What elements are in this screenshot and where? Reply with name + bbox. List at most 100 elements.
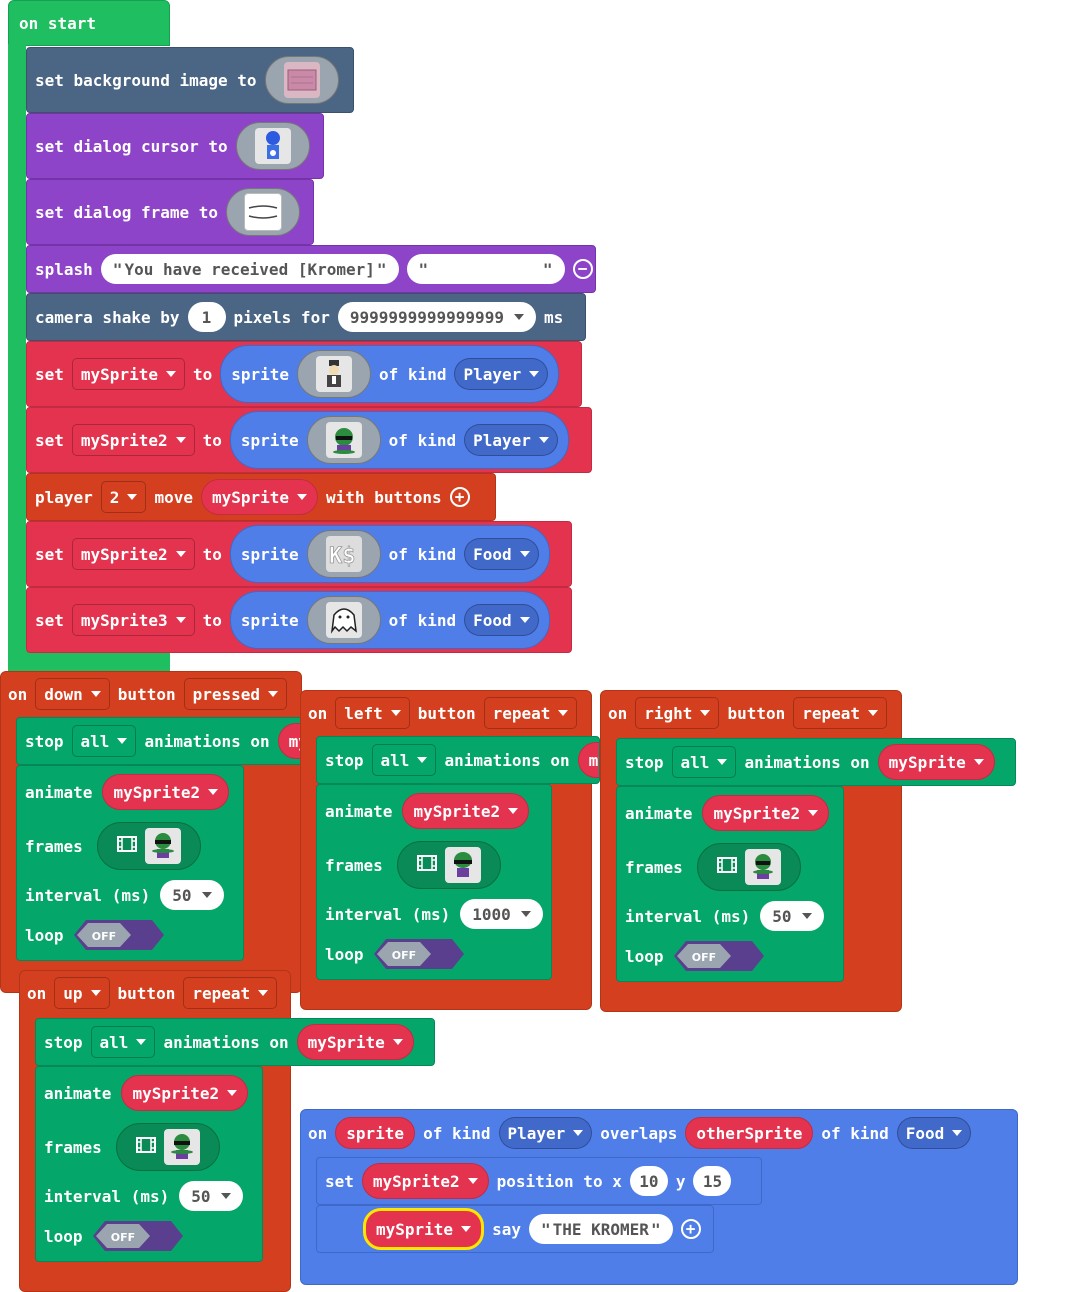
interval-dropdown[interactable]: 1000	[460, 899, 543, 929]
animate-sprite-dropdown[interactable]: mySprite2	[402, 793, 530, 829]
variable-name: mySprite	[80, 364, 158, 384]
splash-block[interactable]: splash "You have received [Kromer]" "" −	[26, 245, 596, 293]
animate-sprite-dropdown[interactable]: mySprite2	[102, 774, 230, 810]
splash-title-input[interactable]: "You have received [Kromer]"	[100, 254, 399, 284]
button-dropdown[interactable]: right	[635, 697, 720, 729]
controller-move-block[interactable]: player 2 move mySprite with buttons +	[26, 473, 496, 521]
animate-block[interactable]: animate mySprite2 frames interval (ms) 5…	[16, 765, 244, 961]
stop-target-dropdown[interactable]: mySprite	[296, 1024, 414, 1060]
interval-label: interval (ms)	[25, 885, 151, 905]
loop-toggle[interactable]: OFF	[673, 941, 764, 971]
say-text-input[interactable]: "THE KROMER"	[528, 1214, 673, 1244]
set-background-image-block[interactable]: set background image to	[26, 47, 354, 113]
dialog-frame-picker[interactable]	[226, 188, 301, 236]
stop-target-dropdown[interactable]: mySprite	[877, 744, 995, 780]
kind-dropdown[interactable]: Player	[464, 424, 558, 456]
add-icon[interactable]: +	[449, 487, 470, 507]
animation-type-dropdown[interactable]: all	[371, 744, 437, 776]
set-sprite-block-3[interactable]: set mySprite2 to sprite K$ of kind Food	[26, 521, 572, 587]
sprite-create-reporter[interactable]: sprite K$ of kind Food	[229, 525, 550, 583]
stop-animations-block[interactable]: stop all animations on mySprite	[316, 736, 600, 784]
splash-subtitle-input[interactable]: ""	[406, 254, 565, 284]
kind-dropdown[interactable]: Food	[464, 538, 539, 570]
stop-animations-block[interactable]: stop all animations on mySprite	[616, 738, 1016, 786]
say-block[interactable]: mySprite say "THE KROMER" +	[316, 1205, 714, 1253]
sprite-image-picker[interactable]	[306, 596, 381, 644]
camera-shake-block[interactable]: camera shake by 1 pixels for 99999999999…	[26, 293, 586, 341]
animate-sprite-dropdown[interactable]: mySprite2	[702, 795, 830, 831]
variable-dropdown[interactable]: mySprite2	[71, 538, 195, 570]
interval-dropdown[interactable]: 50	[160, 880, 224, 910]
add-icon[interactable]: +	[680, 1219, 701, 1239]
button-dropdown[interactable]: up	[54, 977, 110, 1009]
say-sprite-dropdown[interactable]: mySprite	[363, 1208, 485, 1250]
event-mode-dropdown[interactable]: repeat	[183, 977, 278, 1009]
other-sprite-param[interactable]: otherSprite	[685, 1117, 814, 1149]
animate-block[interactable]: animate mySprite2 frames interval (ms) 1…	[316, 784, 552, 980]
set-position-block[interactable]: set mySprite2 position to x 10 y 15	[316, 1157, 762, 1205]
variable-name: mySprite2	[80, 544, 168, 564]
dropdown-caret-icon	[529, 371, 540, 377]
sprite-create-reporter[interactable]: sprite of kind Food	[229, 591, 550, 649]
loop-toggle[interactable]: OFF	[373, 939, 464, 969]
variable-dropdown[interactable]: mySprite2	[71, 424, 195, 456]
stop-target-dropdown[interactable]: mySprite	[577, 742, 599, 778]
interval-dropdown[interactable]: 50	[179, 1181, 243, 1211]
variable-dropdown[interactable]: mySprite3	[71, 604, 195, 636]
sprite-image-picker[interactable]: K$	[306, 530, 381, 578]
kind-dropdown[interactable]: Food	[896, 1117, 972, 1149]
y-input[interactable]: 15	[693, 1166, 732, 1196]
animate-block[interactable]: animate mySprite2 frames interval (ms) 5…	[616, 786, 844, 982]
set-sprite-block-1[interactable]: set mySprite to sprite of kind Player	[26, 341, 582, 407]
button-dropdown[interactable]: left	[335, 697, 410, 729]
button-dropdown[interactable]: down	[35, 678, 110, 710]
sprite-image-picker[interactable]	[297, 350, 372, 398]
shake-duration-dropdown[interactable]: 9999999999999999	[337, 302, 536, 332]
loop-toggle[interactable]: OFF	[92, 1221, 183, 1251]
event-mode-dropdown[interactable]: pressed	[183, 678, 288, 710]
animate-sprite-dropdown[interactable]: mySprite2	[121, 1075, 249, 1111]
move-sprite-dropdown[interactable]: mySprite	[200, 479, 319, 515]
sprite-thumbnail	[325, 602, 362, 638]
event-mode-dropdown[interactable]: repeat	[793, 697, 888, 729]
variable-dropdown[interactable]: mySprite	[71, 358, 185, 390]
animation-type-dropdown[interactable]: all	[71, 725, 137, 757]
film-icon	[716, 856, 737, 878]
set-dialog-frame-block[interactable]: set dialog frame to	[26, 179, 314, 245]
sprite-thumbnail	[325, 422, 362, 458]
sprite-create-reporter[interactable]: sprite of kind Player	[229, 411, 569, 469]
position-sprite-dropdown[interactable]: mySprite2	[361, 1163, 489, 1199]
frames-editor[interactable]	[96, 822, 201, 870]
dropdown-caret-icon	[90, 691, 101, 697]
on-start-block[interactable]: on start	[8, 0, 170, 46]
dialog-cursor-picker[interactable]	[235, 122, 310, 170]
sprite-image-picker[interactable]	[306, 416, 381, 464]
shake-duration-value: 9999999999999999	[349, 307, 504, 327]
player-number-dropdown[interactable]: 2	[100, 481, 147, 513]
set-sprite-block-2[interactable]: set mySprite2 to sprite of kind Player	[26, 407, 592, 473]
frames-editor[interactable]	[696, 843, 801, 891]
to-label: to	[202, 430, 222, 450]
sprite-param[interactable]: sprite	[335, 1117, 416, 1149]
set-dialog-cursor-block[interactable]: set dialog cursor to	[26, 113, 324, 179]
frames-editor[interactable]	[115, 1123, 220, 1171]
loop-toggle[interactable]: OFF	[73, 920, 164, 950]
background-image-picker[interactable]	[264, 56, 339, 104]
kind-dropdown[interactable]: Food	[464, 604, 539, 636]
of-kind-label: of kind	[388, 544, 457, 564]
kind-dropdown[interactable]: Player	[454, 358, 549, 390]
event-mode-dropdown[interactable]: repeat	[483, 697, 578, 729]
animation-type-dropdown[interactable]: all	[671, 746, 737, 778]
stop-animations-block[interactable]: stop all animations on mySprite	[16, 717, 306, 765]
frames-editor[interactable]	[396, 841, 501, 889]
animation-type-dropdown[interactable]: all	[90, 1026, 156, 1058]
kind-dropdown[interactable]: Player	[498, 1117, 593, 1149]
shake-amount-input[interactable]: 1	[187, 302, 226, 332]
animate-block[interactable]: animate mySprite2 frames interval (ms) 5…	[35, 1066, 263, 1262]
x-input[interactable]: 10	[629, 1166, 668, 1196]
set-sprite-block-4[interactable]: set mySprite3 to sprite of kind Food	[26, 587, 572, 653]
remove-icon[interactable]: −	[572, 259, 593, 279]
sprite-create-reporter[interactable]: sprite of kind Player	[220, 345, 560, 403]
interval-dropdown[interactable]: 50	[760, 901, 824, 931]
stop-animations-block[interactable]: stop all animations on mySprite	[35, 1018, 435, 1066]
